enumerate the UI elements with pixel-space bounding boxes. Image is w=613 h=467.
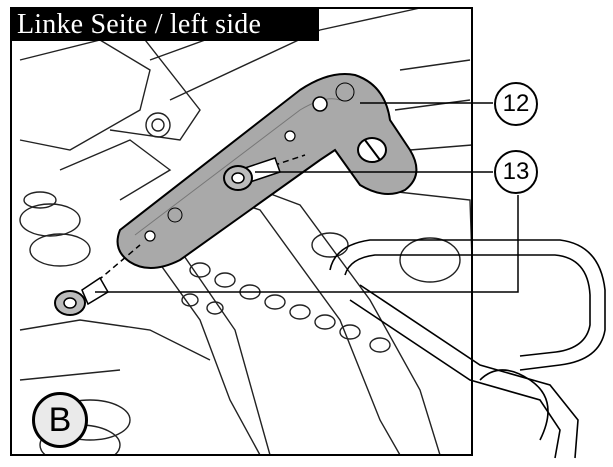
page-title: Linke Seite / left side [11,8,319,41]
frame-contour [19,369,121,381]
mount-boss [311,232,349,258]
callout-part-13: 13 [494,150,538,194]
callout-part-12: 12 [494,82,538,126]
frame-tube [394,59,472,151]
frame-tube [109,8,201,141]
chain [181,262,391,353]
hex-bolt-center [151,118,165,132]
frame-contour [19,39,151,151]
panel-label: B [32,392,88,448]
bolt-lower [54,244,141,316]
leader-lines [95,102,519,293]
frame-contour [379,189,472,261]
frame-tube [259,189,441,455]
bolt-upper [223,154,306,191]
panel-border [10,7,473,456]
frame-tube [169,8,421,101]
hub [399,237,461,283]
frame-contour [19,319,211,361]
frame-tube [149,249,261,455]
grab-rail [329,239,606,459]
frame-tube [179,249,271,455]
hex-bolt [145,112,171,138]
frame-contour [59,139,172,201]
